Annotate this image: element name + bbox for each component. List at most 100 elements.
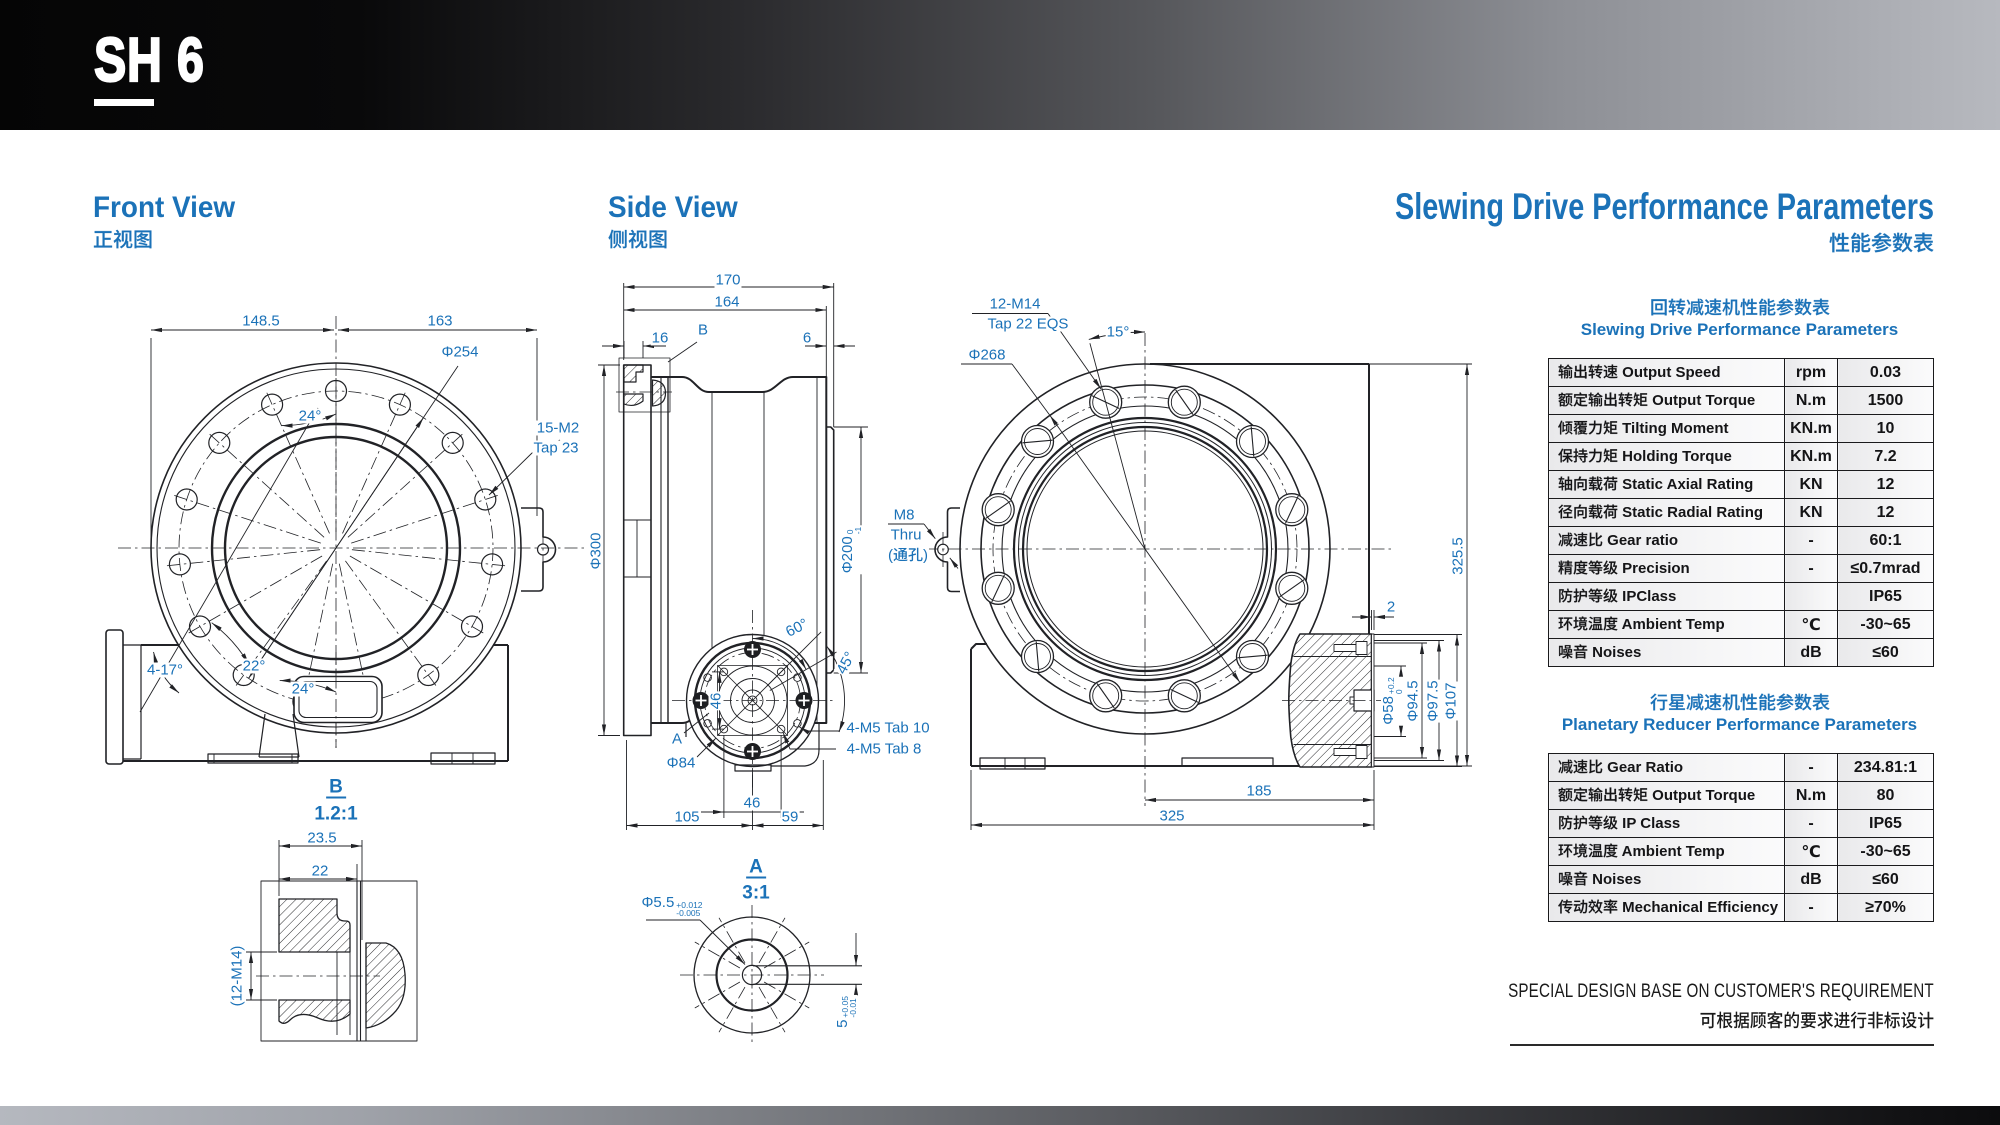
param-label: Noises xyxy=(1548,865,1785,894)
side-mark-b: B xyxy=(696,321,710,339)
dim-label-59: 59 xyxy=(780,808,800,826)
table-row: Gear Ratio-234.81:1 xyxy=(1548,753,1934,782)
param-label: Gear Ratio xyxy=(1548,753,1785,782)
slewing-table: Slewing Drive Performance Parameters Out… xyxy=(1548,297,1934,667)
param-unit: rpm xyxy=(1784,358,1838,387)
param-unit: - xyxy=(1784,526,1838,555)
rear-view-drawing xyxy=(888,313,1472,830)
dim-label-22: 22 xyxy=(310,862,330,880)
param-label: Ambient Temp xyxy=(1548,837,1785,866)
performance-heading: Slewing Drive Performance Parameters xyxy=(1395,186,1934,227)
front-view-heading: Front View xyxy=(93,191,236,224)
dim-label-angle-45: 45° xyxy=(833,648,859,678)
table-row: IP Class-IP65 xyxy=(1548,809,1934,838)
param-label: IP Class xyxy=(1548,809,1785,838)
model-title-underline xyxy=(94,99,154,106)
param-unit: ℃ xyxy=(1784,837,1838,866)
planetary-table-title-zh xyxy=(1548,692,1931,714)
param-value: ≤0.7mrad xyxy=(1837,554,1934,583)
dim-label-phi107: Φ107 xyxy=(1442,681,1460,721)
table-row: Mechanical Efficiency-≥70% xyxy=(1548,893,1934,922)
param-unit: N.m xyxy=(1784,781,1838,810)
table-row: Ambient Temp℃-30~65 xyxy=(1548,837,1934,866)
param-value: 234.81:1 xyxy=(1837,753,1934,782)
dim-label-16: 16 xyxy=(650,329,670,347)
dim-label-148-5: 148.5 xyxy=(241,312,281,330)
model-title: SH 6 xyxy=(93,26,205,95)
dim-label-164: 164 xyxy=(713,293,741,311)
dim-label-2: 2 xyxy=(1385,598,1397,616)
dim-label-325: 325 xyxy=(1158,807,1186,825)
dim-label-12-m14-r: 12-M14 xyxy=(988,295,1042,313)
param-value: 12 xyxy=(1837,470,1934,499)
dim-label-4-m5-tab8: 4-M5 Tab 8 xyxy=(845,740,923,758)
table-row: Precision-≤0.7mrad xyxy=(1548,554,1934,583)
param-label: Tilting Moment xyxy=(1548,414,1785,443)
dim-label-angle-60: 60° xyxy=(782,615,812,641)
dim-label-thru: Thru xyxy=(889,526,923,544)
front-view-heading-zh xyxy=(93,229,153,251)
param-value: ≤60 xyxy=(1837,865,1934,894)
dim-label-m8: M8 xyxy=(892,506,916,524)
special-design-note-en: SPECIAL DESIGN BASE ON CUSTOMER'S REQUIR… xyxy=(1508,980,1934,1002)
param-unit: KN xyxy=(1784,498,1838,527)
dim-label-23-5: 23.5 xyxy=(306,829,338,847)
param-label: Noises xyxy=(1548,638,1785,667)
param-value: -30~65 xyxy=(1837,610,1934,639)
dim-label-angle-15: 15° xyxy=(1105,323,1131,341)
dim-label-phi5-5: Φ5.5+0.012-0.005 xyxy=(640,894,704,918)
param-label: Precision xyxy=(1548,554,1785,583)
dim-label-angle-top-24: 24° xyxy=(297,407,323,425)
param-value: ≥70% xyxy=(1837,893,1934,922)
param-value: 0.03 xyxy=(1837,358,1934,387)
param-label: Ambient Temp xyxy=(1548,610,1785,639)
param-value: IP65 xyxy=(1837,809,1934,838)
bottom-banner xyxy=(0,1106,2000,1125)
dim-label-phi300: Φ300 xyxy=(587,531,604,571)
param-label: Holding Torque xyxy=(1548,442,1785,471)
dim-label-tap-23: Tap 23 xyxy=(532,439,580,457)
top-banner: SH 6 xyxy=(0,0,2000,130)
dim-label-46v: 46 xyxy=(707,691,725,711)
param-unit: - xyxy=(1784,809,1838,838)
table-row: Gear ratio-60:1 xyxy=(1548,526,1934,555)
param-label: IPClass xyxy=(1548,582,1785,611)
special-design-note-zh xyxy=(1700,1011,1934,1032)
param-value: 10 xyxy=(1837,414,1934,443)
param-value: IP65 xyxy=(1837,582,1934,611)
param-label: Static Radial Rating xyxy=(1548,498,1785,527)
dim-label-325-5: 325.5 xyxy=(1449,536,1467,576)
param-label: Output Torque xyxy=(1548,781,1785,810)
detail-a-title: A xyxy=(746,858,766,879)
detail-a-scale: 3:1 xyxy=(741,882,771,904)
slewing-table-title-en: Slewing Drive Performance Parameters xyxy=(1580,320,1899,339)
dim-label-4-m5-tab10: 4-M5 Tab 10 xyxy=(845,719,931,737)
dim-label-185: 185 xyxy=(1245,782,1273,800)
param-value: 1500 xyxy=(1837,386,1934,415)
param-value: 60:1 xyxy=(1837,526,1934,555)
dim-label-12-m14: (12-M14) xyxy=(228,944,246,1008)
slewing-table-title-zh xyxy=(1548,297,1931,319)
dim-label-phi94-5: Φ94.5 xyxy=(1404,679,1422,723)
param-label: Gear ratio xyxy=(1548,526,1785,555)
param-unit: KN.m xyxy=(1784,414,1838,443)
dim-label-phi254: Φ254 xyxy=(440,343,480,361)
param-unit xyxy=(1784,582,1838,611)
param-value: 7.2 xyxy=(1837,442,1934,471)
param-label: Output Speed xyxy=(1548,358,1785,387)
